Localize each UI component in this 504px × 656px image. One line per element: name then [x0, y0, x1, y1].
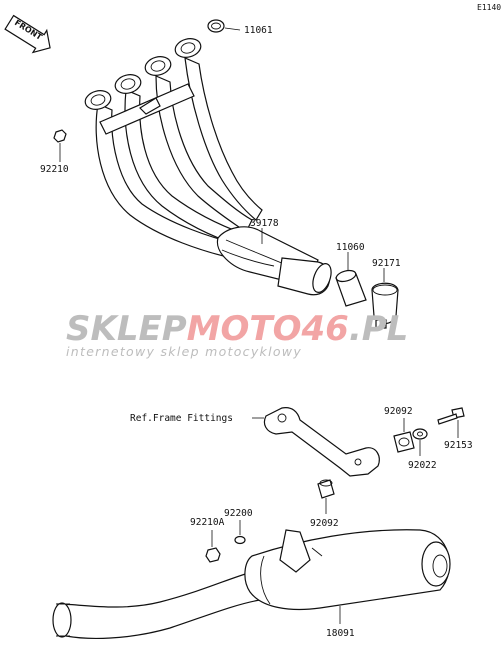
label-92200: 92200 — [224, 508, 253, 519]
gasket-ring — [207, 19, 225, 33]
watermark-brand-pl: .PL — [349, 309, 409, 349]
rubber-damper — [393, 431, 415, 453]
label-92171: 92171 — [372, 258, 401, 269]
muffler — [52, 529, 451, 639]
watermark-brand-46: 46 — [301, 309, 349, 349]
clamp-icon — [371, 282, 399, 329]
label-92092-lower: 92092 — [310, 518, 339, 529]
label-92210: 92210 — [40, 164, 69, 175]
rubber-damper-lower — [317, 479, 335, 499]
label-11061: 11061 — [244, 25, 273, 36]
watermark-brand-moto: MOTO — [187, 309, 302, 349]
sleeve-gasket — [335, 269, 367, 307]
exhaust-header-pipes — [95, 57, 332, 296]
label-ref-frame-fittings: Ref.Frame Fittings — [130, 413, 233, 424]
label-11060: 11060 — [336, 242, 365, 253]
watermark-brand-sklep: SKLEP — [66, 309, 187, 349]
frame-bracket — [263, 407, 380, 477]
label-92210A: 92210A — [190, 517, 225, 528]
label-18091: 18091 — [326, 628, 355, 639]
diagram-code: E1140 — [477, 3, 501, 12]
bolt-icon — [437, 407, 465, 425]
svg-text:SKLEPMOTO46.PL: SKLEPMOTO46.PL — [66, 309, 408, 349]
label-39178: 39178 — [250, 218, 279, 229]
watermark-logo: SKLEPMOTO46.PL internetowy sklep motocyk… — [66, 309, 408, 359]
label-92153: 92153 — [444, 440, 473, 451]
label-92022: 92022 — [408, 460, 437, 471]
watermark-tagline: internetowy sklep motocyklowy — [66, 344, 302, 359]
nut-small-icon — [205, 547, 221, 563]
front-arrow-icon — [4, 14, 51, 54]
nut-icon — [53, 129, 67, 143]
exhaust-flanges — [84, 38, 202, 110]
label-92092-upper: 92092 — [384, 406, 413, 417]
washer-small-icon — [234, 535, 246, 545]
washer-icon — [412, 428, 428, 440]
